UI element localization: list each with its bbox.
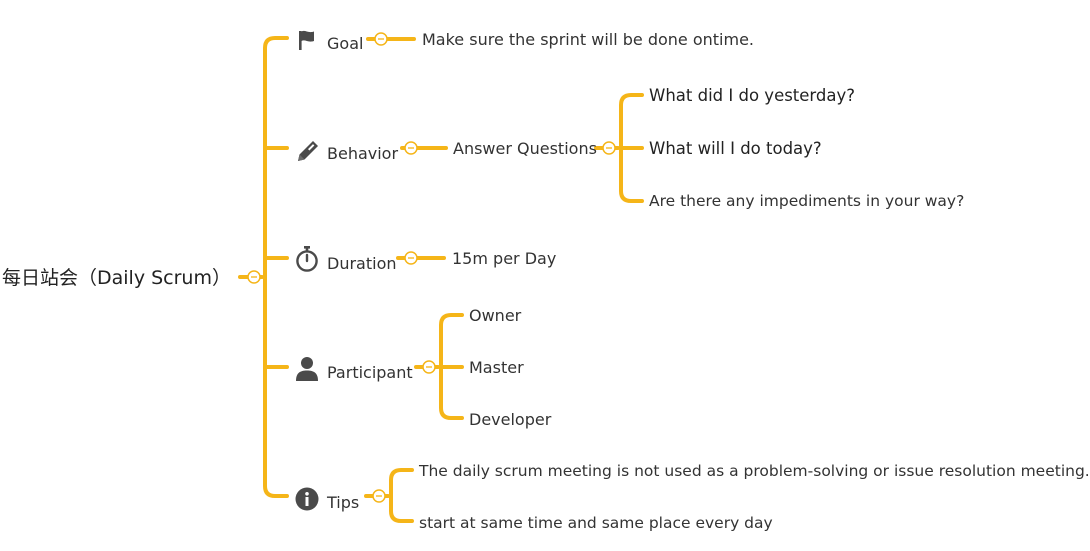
branch-goal-label[interactable]: Goal [327, 34, 364, 53]
collapse-toggle-root[interactable] [247, 270, 261, 284]
collapse-toggle-participant[interactable] [422, 360, 436, 374]
question-yesterday[interactable]: What did I do yesterday? [649, 86, 856, 105]
tip-same-time-place[interactable]: start at same time and same place every … [419, 514, 773, 532]
collapse-toggle-duration[interactable] [404, 251, 418, 265]
goal-detail[interactable]: Make sure the sprint will be done ontime… [422, 30, 754, 49]
branch-behavior-label[interactable]: Behavior [327, 144, 399, 163]
participant-master[interactable]: Master [469, 358, 524, 377]
stopwatch-icon [296, 246, 318, 272]
branch-participant-label[interactable]: Participant [327, 363, 413, 382]
branch-duration-label[interactable]: Duration [327, 254, 397, 273]
participant-owner[interactable]: Owner [469, 306, 522, 325]
root-topic[interactable]: 每日站会（Daily Scrum） [2, 267, 231, 289]
collapse-toggle-tips[interactable] [372, 489, 386, 503]
info-icon [295, 487, 319, 511]
participant-developer[interactable]: Developer [469, 410, 552, 429]
collapse-toggle-answer-questions[interactable] [602, 141, 616, 155]
pencil-icon [298, 141, 318, 161]
flag-icon [299, 30, 314, 50]
branch-tips-label[interactable]: Tips [327, 493, 360, 512]
question-impediments[interactable]: Are there any impediments in your way? [649, 192, 965, 210]
question-today[interactable]: What will I do today? [649, 139, 822, 158]
collapse-toggle-goal[interactable] [374, 32, 388, 46]
tip-not-problem-solving[interactable]: The daily scrum meeting is not used as a… [419, 462, 1090, 480]
answer-questions-node[interactable]: Answer Questions [453, 139, 597, 158]
duration-detail[interactable]: 15m per Day [452, 249, 557, 268]
person-icon [296, 357, 318, 381]
collapse-toggle-behavior[interactable] [404, 141, 418, 155]
